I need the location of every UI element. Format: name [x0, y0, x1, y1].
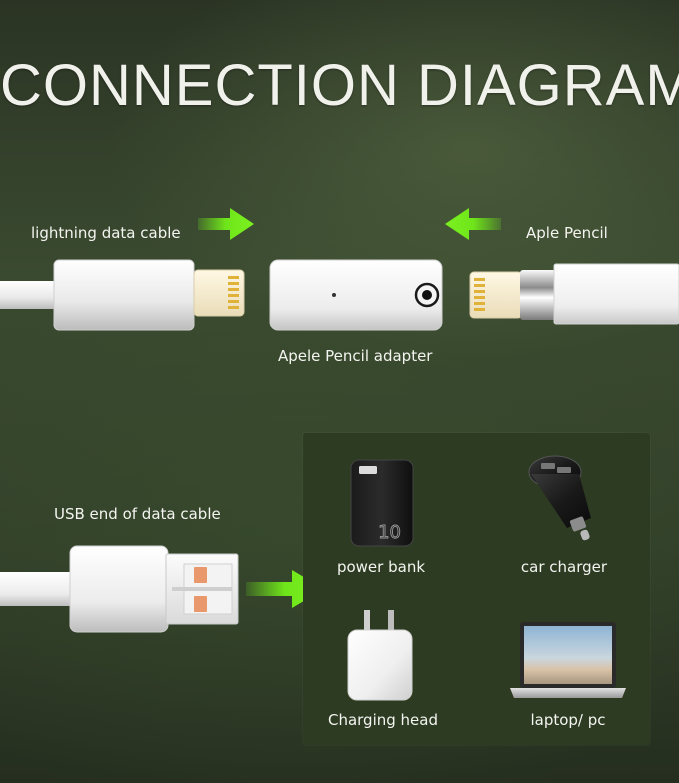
charging-head-icon [347, 610, 413, 701]
lightning-cable-icon [0, 259, 245, 331]
car-charger-icon [528, 455, 591, 541]
lightning-cable-label: lightning data cable [31, 224, 181, 242]
usb-end-label: USB end of data cable [54, 505, 221, 523]
arrow-right-icon [198, 208, 254, 240]
usb-cable-icon [0, 545, 239, 633]
device-label-power-bank: power bank [336, 558, 426, 576]
apple-pencil-icon [469, 263, 679, 325]
power-bank-mark: 10 [378, 522, 401, 543]
laptop-icon [510, 622, 626, 698]
power-bank-icon: 10 [350, 459, 414, 547]
arrow-left-icon [445, 208, 501, 240]
device-label-laptop: laptop/ pc [530, 711, 606, 729]
device-label-charging-head: Charging head [327, 711, 438, 729]
device-label-car-charger: car charger [520, 558, 608, 576]
pencil-adapter-icon [269, 259, 443, 331]
pencil-label: Aple Pencil [526, 224, 608, 242]
adapter-label: Apele Pencil adapter [278, 347, 433, 365]
page-title: CONNECTION DIAGRAM [0, 53, 679, 118]
